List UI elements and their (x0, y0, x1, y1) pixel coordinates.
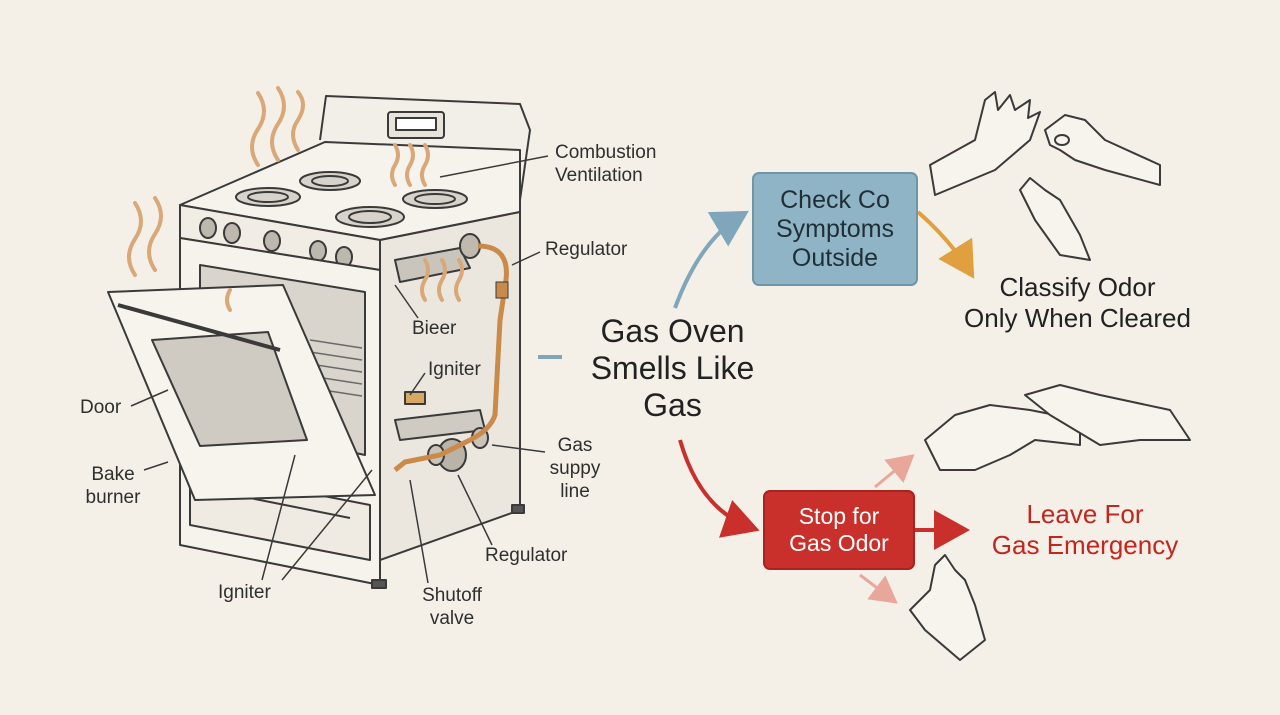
diagram-title: Gas Oven Smells Like Gas (590, 313, 755, 423)
leader-lines (130, 155, 549, 584)
arrow-to-check (673, 210, 749, 309)
gas-supply-pipe (393, 243, 509, 472)
label-bake-burner: Bake burner (85, 464, 141, 508)
cooktop-burners (235, 171, 468, 228)
arrow-to-classify (916, 210, 975, 279)
hand-illustrations (909, 91, 1191, 661)
arrow-to-stop (678, 439, 760, 538)
label-gas-supply-line: Gas suppy line (549, 435, 601, 502)
leave-for-gas-emergency-text: Leave For Gas Emergency (991, 499, 1179, 560)
check-co-symptoms-box[interactable]: Check Co Symptoms Outside (752, 172, 918, 286)
label-regulator-bottom: Regulator (485, 545, 568, 566)
label-door: Door (80, 397, 122, 418)
label-igniter-bottom: Igniter (218, 582, 271, 603)
arrow-faint-down (859, 573, 898, 604)
classify-odor-text: Classify Odor Only When Cleared (964, 272, 1191, 333)
label-igniter-inner: Igniter (428, 359, 481, 380)
heat-waves (127, 86, 464, 312)
label-regulator-top: Regulator (545, 239, 628, 260)
oven-drawing (107, 95, 531, 589)
label-combustion-ventilation: Combustion Ventilation (555, 142, 657, 186)
label-shutoff-valve: Shutoff valve (422, 585, 482, 629)
arrow-faint-up (874, 454, 915, 489)
label-bieer: Bieer (412, 318, 457, 339)
stop-for-gas-odor-box[interactable]: Stop for Gas Odor (763, 490, 915, 570)
